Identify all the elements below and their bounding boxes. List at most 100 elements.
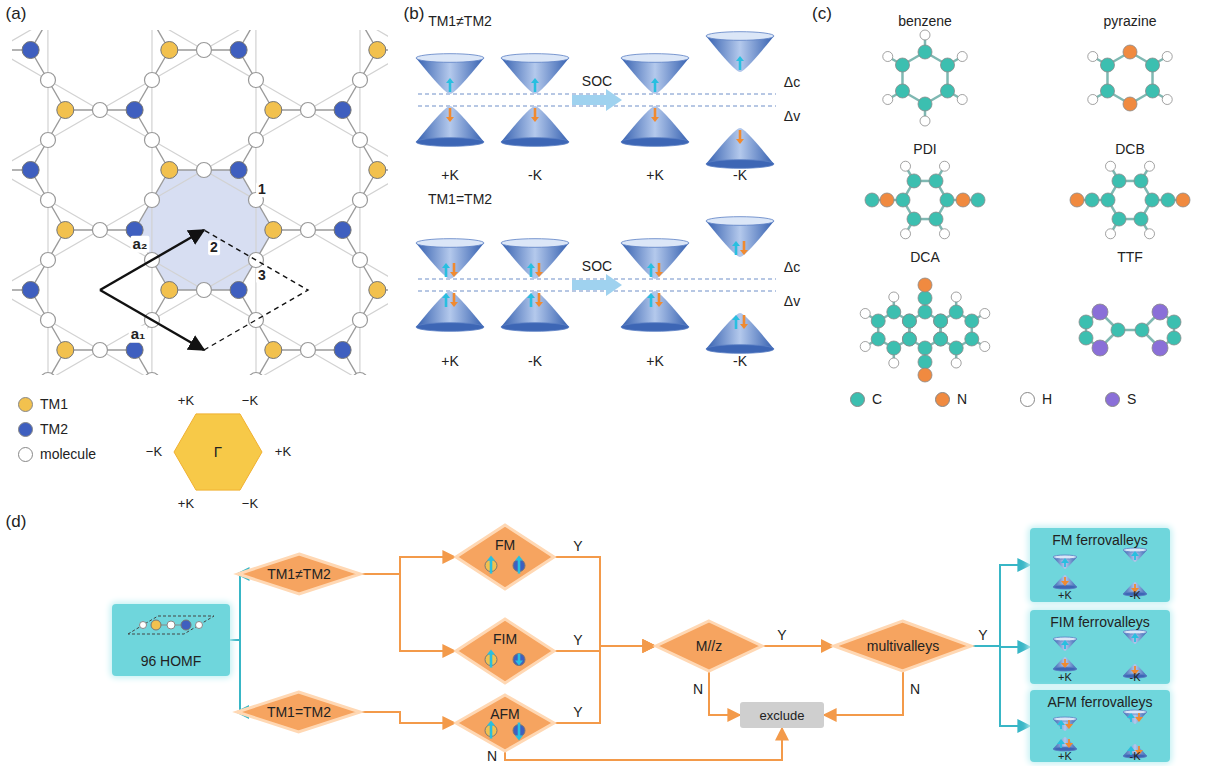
figure-label: -K xyxy=(1130,589,1141,601)
flow-arrow xyxy=(973,646,1031,726)
spin-arrow xyxy=(735,319,738,329)
atom xyxy=(940,161,950,171)
spin-arrow xyxy=(654,108,657,118)
figure-label: a₂ xyxy=(130,236,149,253)
valley-cone xyxy=(621,291,689,327)
atom xyxy=(902,332,916,346)
atom xyxy=(902,332,916,346)
atom xyxy=(1146,58,1160,72)
atom xyxy=(957,52,967,62)
spin-arrow-head xyxy=(446,117,454,122)
spin-arrow-head xyxy=(740,324,748,329)
atom xyxy=(918,305,932,319)
atom xyxy=(1146,84,1160,98)
spin-arrow-head xyxy=(535,302,543,307)
spin-arrow xyxy=(654,82,657,92)
spin-arrow xyxy=(739,130,742,140)
flow-arrow xyxy=(361,557,455,574)
metal-site xyxy=(265,222,282,239)
lattice-vector xyxy=(100,230,204,290)
atom xyxy=(895,58,909,72)
molecule-site xyxy=(40,253,55,268)
node-text: multivalleys xyxy=(867,638,939,654)
node-text: M//z xyxy=(696,638,722,654)
diamond-outline xyxy=(238,554,360,594)
molecule-site xyxy=(300,343,315,358)
atom xyxy=(1162,52,1172,62)
metal-site xyxy=(126,102,143,119)
decision-diamond: FM xyxy=(455,524,555,590)
cone-rim xyxy=(416,138,484,147)
molecule-icon xyxy=(196,622,203,629)
atom xyxy=(883,52,893,62)
figure-label: +K xyxy=(1058,671,1072,683)
lattice-vector xyxy=(100,290,204,350)
spin-arrow-head xyxy=(442,293,450,298)
figure-label: benzene xyxy=(898,14,952,29)
metal-site xyxy=(161,282,178,299)
cone-rim xyxy=(501,239,569,248)
process-box: FM ferrovalleys xyxy=(1030,528,1170,602)
figure-label: +K xyxy=(1058,750,1072,762)
metal-site xyxy=(126,342,143,359)
figure-label: +K xyxy=(1058,589,1072,601)
decision-diamond: TM1≠TM2 xyxy=(237,553,361,595)
node-text: AFM ferrovalleys xyxy=(1047,694,1152,710)
spin-arrow-head xyxy=(1131,551,1139,556)
legend-text: S xyxy=(1127,391,1136,407)
diamond-outline xyxy=(456,695,554,751)
brillouin-zone xyxy=(174,414,262,490)
spin-arrow-head xyxy=(1061,663,1069,668)
figure-label: DCA xyxy=(910,250,940,265)
metal-site xyxy=(265,102,282,119)
atom xyxy=(1100,84,1114,98)
flow-arrow xyxy=(763,645,834,647)
atom xyxy=(949,341,963,355)
atom xyxy=(889,358,899,368)
valley-panel xyxy=(416,32,776,354)
figure-label: a₁ xyxy=(129,326,148,343)
atom xyxy=(907,212,921,226)
atom xyxy=(920,30,930,40)
spin-arrow-head xyxy=(527,293,535,298)
valley-cone xyxy=(501,243,569,279)
atom xyxy=(957,95,967,105)
spin-arrow-head xyxy=(651,117,659,122)
cone-rim xyxy=(621,138,689,147)
atom xyxy=(965,314,979,328)
soc-arrow xyxy=(572,274,622,296)
molecule-site xyxy=(144,73,159,88)
metal-site xyxy=(230,282,247,299)
atom xyxy=(956,193,970,207)
node-text: FM xyxy=(495,537,515,553)
atom xyxy=(1112,174,1126,188)
node-shape xyxy=(455,694,555,752)
diamond-outline xyxy=(656,621,762,671)
cone-rim xyxy=(621,54,689,63)
atom xyxy=(951,292,961,302)
spin-arrow xyxy=(445,297,448,307)
legend-swatch xyxy=(18,447,33,462)
atom xyxy=(860,342,870,352)
atom xyxy=(1100,58,1114,72)
spin-arrow-head xyxy=(446,78,454,83)
spin-arrow-head xyxy=(527,263,535,268)
legend-item: TM1 xyxy=(18,396,68,412)
figure-label: SOC xyxy=(582,259,612,274)
flow-arrow xyxy=(555,646,655,723)
figure-label: −K xyxy=(146,445,162,459)
atom xyxy=(941,84,955,98)
atom xyxy=(918,278,932,292)
spin-arrow-head xyxy=(1061,640,1069,645)
legend-text: N xyxy=(957,391,967,407)
figure-label: Δv xyxy=(784,109,800,124)
flow-arrow xyxy=(973,565,1031,646)
process-box: AFM ferrovalleys xyxy=(1030,690,1170,762)
valley-cone xyxy=(501,291,569,327)
atom xyxy=(980,309,990,319)
cone-rim xyxy=(621,323,689,332)
flow-arrow xyxy=(362,712,456,723)
triangle-outline xyxy=(360,140,388,200)
branch-label: Y xyxy=(571,539,584,554)
node-text: FIM ferrovalleys xyxy=(1050,614,1150,630)
